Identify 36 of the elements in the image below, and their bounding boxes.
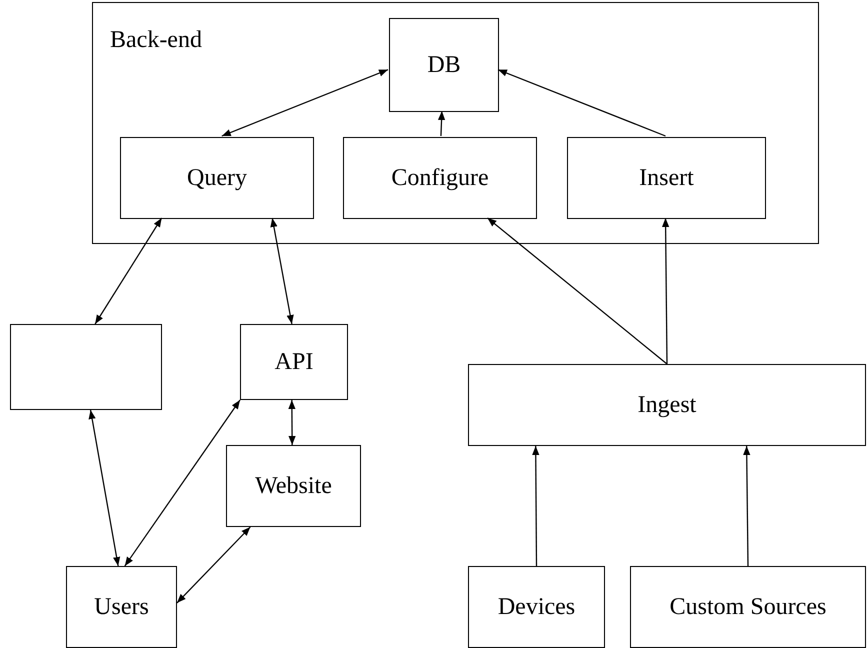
node-label: Website — [255, 474, 332, 498]
process-box — [389, 18, 499, 112]
node-label: Custom Sources — [670, 595, 826, 619]
node-label: API — [274, 350, 314, 374]
arrow — [487, 218, 668, 364]
process-box — [468, 566, 605, 648]
group-box — [92, 2, 819, 244]
process-box — [226, 445, 361, 527]
node-label: Devices — [498, 595, 576, 619]
process-box — [240, 324, 348, 400]
arrow — [662, 218, 670, 364]
arrow — [498, 69, 666, 137]
node-label: Insert — [639, 166, 694, 190]
arrow — [743, 446, 750, 566]
arrow — [176, 526, 251, 604]
node-label: Users — [94, 595, 149, 619]
node-label: DB — [427, 53, 461, 77]
arrow — [270, 218, 294, 324]
arrow — [94, 218, 162, 324]
process-box — [468, 364, 866, 446]
arrow — [88, 410, 120, 566]
process-box — [567, 137, 766, 219]
process-box — [66, 566, 177, 648]
arrow — [288, 400, 296, 445]
process-box — [343, 137, 537, 219]
node-label: Ingest — [638, 393, 696, 417]
node-label: Query — [187, 166, 247, 190]
node-label: Configure — [391, 166, 489, 190]
arrow — [124, 400, 240, 566]
process-box — [120, 137, 314, 219]
process-box — [630, 566, 866, 648]
empty-box — [10, 324, 162, 410]
arrow — [438, 110, 446, 136]
arrow — [532, 446, 540, 566]
arrow — [222, 69, 388, 137]
group-title: Back-end — [110, 28, 202, 52]
